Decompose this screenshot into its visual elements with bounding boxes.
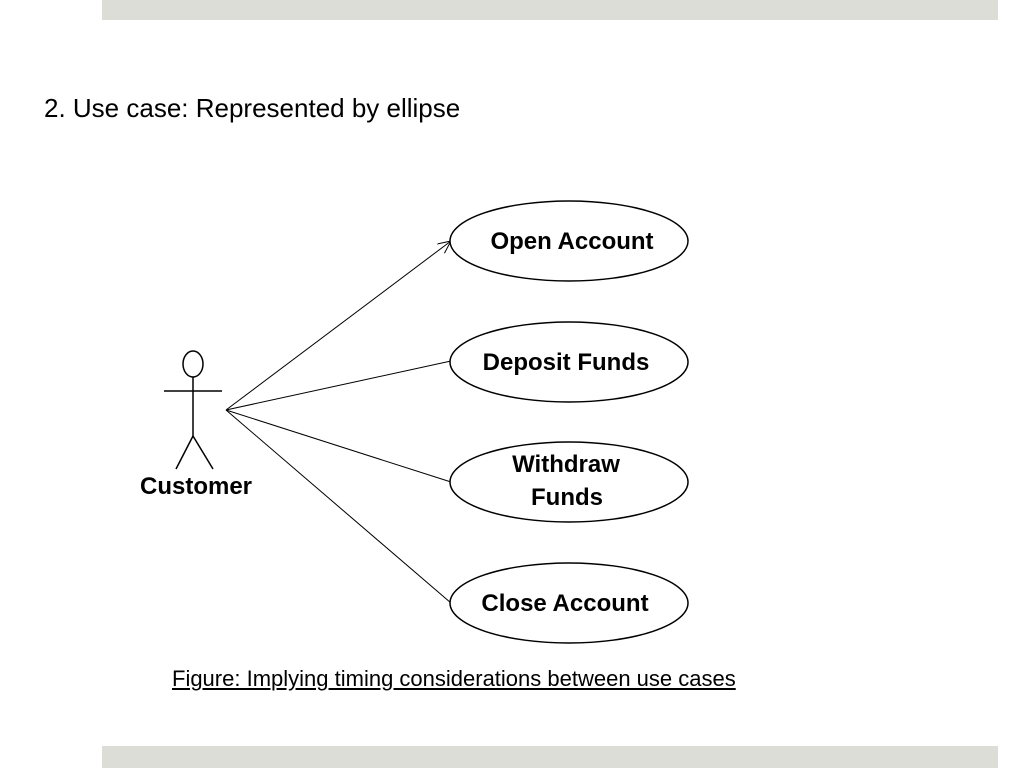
use-case-label-line1: Withdraw	[512, 451, 620, 478]
actor-right-leg	[192, 435, 214, 470]
association-open-account	[225, 241, 451, 411]
use-case-label: Open Account	[490, 228, 653, 255]
slide-heading: 2. Use case: Represented by ellipse	[44, 93, 461, 123]
association-close-account	[225, 409, 452, 604]
actor-label: Customer	[140, 473, 252, 500]
use-case-withdraw-funds: Withdraw Funds	[449, 441, 689, 523]
association-withdraw-funds	[225, 409, 452, 483]
customer-actor: Customer	[140, 350, 252, 500]
use-case-ellipse	[449, 321, 689, 403]
use-case-ellipse	[449, 200, 689, 282]
use-case-deposit-funds: Deposit Funds	[449, 321, 689, 403]
actor-head	[182, 350, 204, 378]
use-case-ellipse	[449, 562, 689, 644]
use-case-label: Close Account	[481, 590, 648, 617]
use-case-ellipse	[449, 441, 689, 523]
use-case-open-account: Open Account	[449, 200, 689, 282]
use-case-label: Deposit Funds	[483, 349, 650, 376]
association-deposit-funds	[225, 360, 452, 411]
top-decorative-band	[102, 0, 998, 20]
use-case-label-line2: Funds	[531, 484, 603, 511]
use-case-close-account: Close Account	[449, 562, 689, 644]
figure-caption: Figure: Implying timing considerations b…	[172, 666, 736, 691]
actor-left-leg	[175, 435, 194, 470]
bottom-decorative-band	[102, 746, 998, 768]
